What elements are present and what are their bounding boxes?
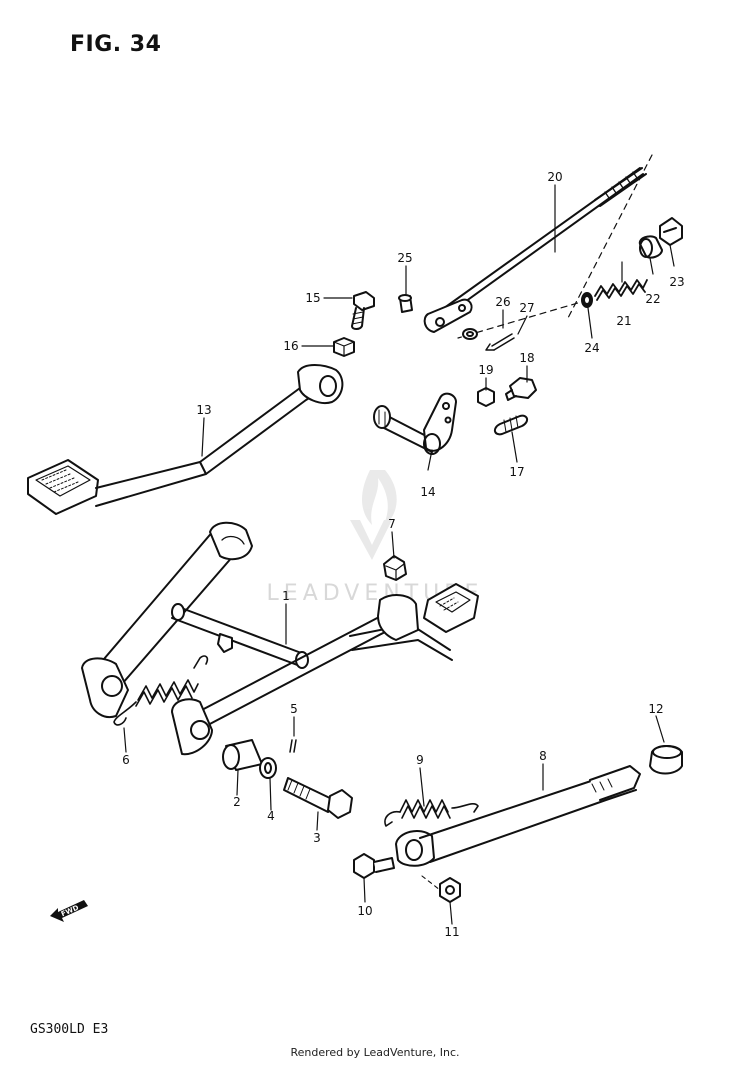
callout-8: 8 <box>539 749 547 763</box>
nut-11 <box>439 877 461 903</box>
callout-27: 27 <box>519 301 534 315</box>
watermark-logo <box>350 470 397 560</box>
brake-shaft <box>373 392 457 455</box>
callout-18: 18 <box>519 351 534 365</box>
callout-20: 20 <box>547 170 562 184</box>
callout-24: 24 <box>584 341 599 355</box>
callout-9: 9 <box>416 753 424 767</box>
callout-22: 22 <box>645 292 660 306</box>
center-stand <box>81 521 479 756</box>
bolt-18 <box>505 377 537 401</box>
model-name: GS300LD <box>30 1022 85 1037</box>
callout-25: 25 <box>397 251 412 265</box>
washer-4 <box>259 757 277 779</box>
callout-23: 23 <box>669 275 684 289</box>
callout-10: 10 <box>357 904 372 918</box>
callout-17: 17 <box>509 465 524 479</box>
callout-3: 3 <box>313 831 321 845</box>
callout-12: 12 <box>648 702 663 716</box>
bolt-3 <box>283 777 353 819</box>
spacer-2 <box>222 739 263 771</box>
callout-19: 19 <box>478 363 493 377</box>
nut-16 <box>333 337 355 357</box>
callout-1: 1 <box>282 589 290 603</box>
cotter-pin-5 <box>289 739 297 753</box>
callout-16: 16 <box>283 339 298 353</box>
bolt-10 <box>353 853 395 879</box>
callout-21: 21 <box>616 314 631 328</box>
footer-credit: Rendered by LeadVenture, Inc. <box>290 1046 460 1059</box>
fwd-label: FWD <box>60 904 80 919</box>
pin-25 <box>398 294 413 313</box>
nut-7 <box>383 555 407 581</box>
return-spring <box>594 279 648 301</box>
washer <box>581 292 593 308</box>
callout-2: 2 <box>233 795 241 809</box>
callout-7: 7 <box>388 517 396 531</box>
model-region: E3 <box>92 1022 109 1037</box>
spring-9 <box>384 799 479 827</box>
brake-pedal <box>27 364 344 515</box>
callout-13: 13 <box>196 403 211 417</box>
adjuster-nut <box>659 217 683 246</box>
callout-15: 15 <box>305 291 320 305</box>
callout-labels: 1 2 3 4 5 6 7 8 9 10 11 12 13 14 15 16 1… <box>122 170 684 939</box>
washer-26 <box>462 328 478 340</box>
side-stand <box>395 765 641 867</box>
nut-19 <box>477 387 495 407</box>
callout-6: 6 <box>122 753 130 767</box>
fwd-arrow-icon: FWD <box>50 900 88 922</box>
spring-17 <box>494 414 528 436</box>
callout-14: 14 <box>420 485 435 499</box>
rubber-cap-12 <box>649 745 683 775</box>
callout-5: 5 <box>290 702 298 716</box>
cotter-pin <box>485 333 515 351</box>
model-code: GS300LD E3 <box>30 1022 108 1037</box>
joint <box>638 235 663 259</box>
brake-rod <box>423 167 647 333</box>
callout-26: 26 <box>495 295 510 309</box>
callout-4: 4 <box>267 809 275 823</box>
leader-lines <box>123 184 675 925</box>
bolt-15 <box>351 291 375 330</box>
spring-6 <box>113 655 209 726</box>
figure-title: FIG. 34 <box>70 32 162 57</box>
callout-11: 11 <box>444 925 459 939</box>
